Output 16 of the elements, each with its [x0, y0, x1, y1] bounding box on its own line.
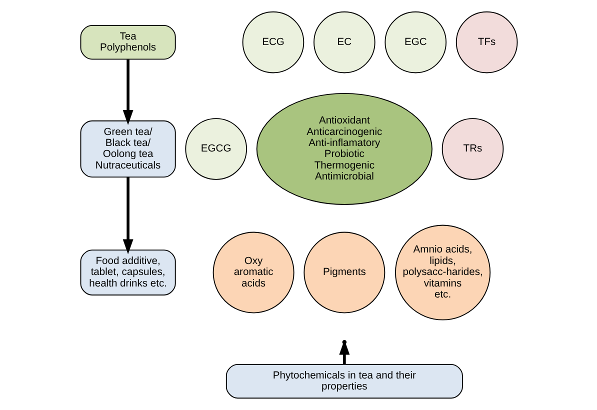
- node-circle: Pigments: [303, 232, 385, 314]
- node-box: Phytochemicals in tea and their properties: [225, 364, 462, 399]
- node-ellipse: Antioxidant Anticarcinogenic Anti-inflamatory Probiotic Thermogenic Antimicrobial: [256, 92, 432, 205]
- arrow: [122, 60, 133, 126]
- node-circle: EGC: [384, 11, 446, 74]
- node-circle: EC: [313, 11, 375, 74]
- node-circle: EGCG: [184, 118, 247, 180]
- node-box: Food additive, tablet, capsules, health drinks etc.: [80, 250, 176, 296]
- node-circle: TRs: [441, 118, 504, 180]
- node-box: Tea Polyphenols: [80, 24, 176, 60]
- node-circle: TFs: [455, 11, 518, 74]
- node-circle: ECG: [242, 11, 304, 74]
- node-box: Green tea/ Black tea/ Oolong tea Nutraceuticals: [80, 120, 176, 178]
- arrow: [122, 177, 133, 254]
- node-circle: Oxy aromatic acids: [212, 232, 294, 314]
- node-circle: Amnio acids, lipids, polysacc-harides, vitamins etc.: [394, 224, 490, 320]
